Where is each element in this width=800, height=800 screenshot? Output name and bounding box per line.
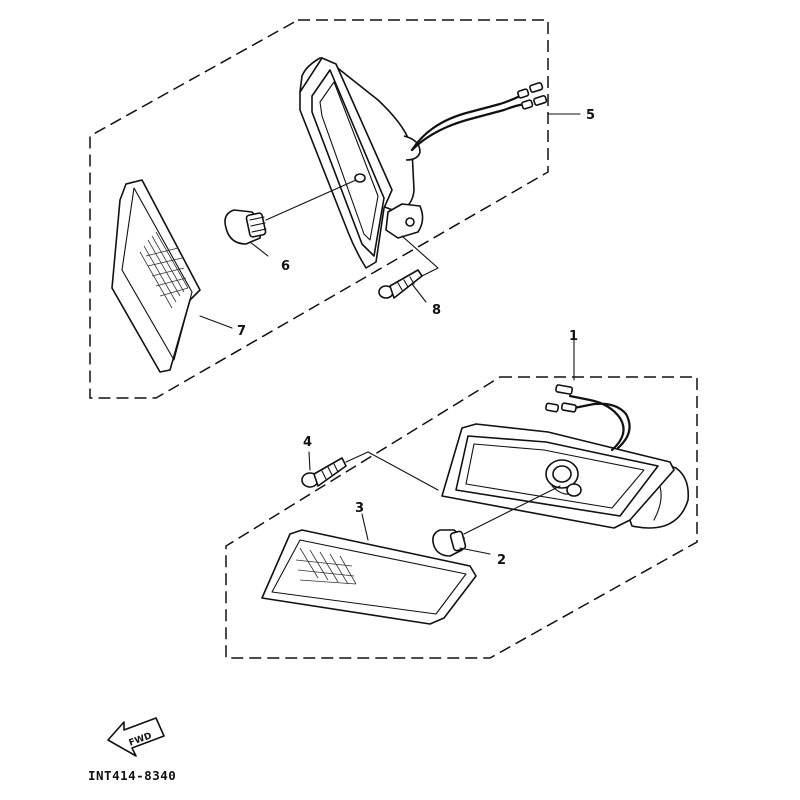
lower-assembly-group: 1 2 3 4	[225, 329, 698, 659]
wire-harness-lower	[545, 384, 631, 452]
upper-assembly-boundary	[89, 19, 549, 399]
bulb-insertion-line	[265, 179, 357, 221]
callout-3: 3	[355, 501, 364, 516]
lower-assembly-boundary	[225, 376, 698, 659]
wire-harness-upper	[410, 82, 548, 152]
callout-8: 8	[432, 303, 441, 318]
callout-2: 2	[497, 553, 506, 568]
drawing-code: INT414-8340	[88, 768, 176, 783]
tail-bulb[interactable]	[224, 209, 267, 245]
screw-route-line-lower	[345, 451, 439, 491]
callout-5: 5	[586, 108, 595, 123]
tail-lamp-housing[interactable]	[299, 57, 424, 269]
mounting-screw-lower[interactable]	[301, 457, 347, 488]
upper-assembly-group: 5 6 7 8	[89, 19, 595, 399]
callout-6: 6	[281, 259, 290, 274]
front-lens-grid	[295, 547, 357, 585]
front-lamp-housing[interactable]	[441, 423, 690, 529]
tail-lens-grid	[139, 231, 189, 309]
fwd-arrow-icon	[107, 717, 165, 757]
tail-lens[interactable]	[111, 179, 201, 373]
mounting-screw-upper[interactable]	[378, 269, 423, 299]
screw-route-line-upper	[401, 235, 439, 277]
callout-7: 7	[237, 324, 246, 339]
callout-1: 1	[569, 329, 578, 344]
callout-4: 4	[303, 435, 312, 450]
bulb-insertion-line-lower	[463, 485, 561, 535]
front-bulb[interactable]	[432, 529, 467, 557]
fwd-direction-indicator: FWD	[107, 717, 165, 757]
front-lens[interactable]	[261, 529, 477, 625]
